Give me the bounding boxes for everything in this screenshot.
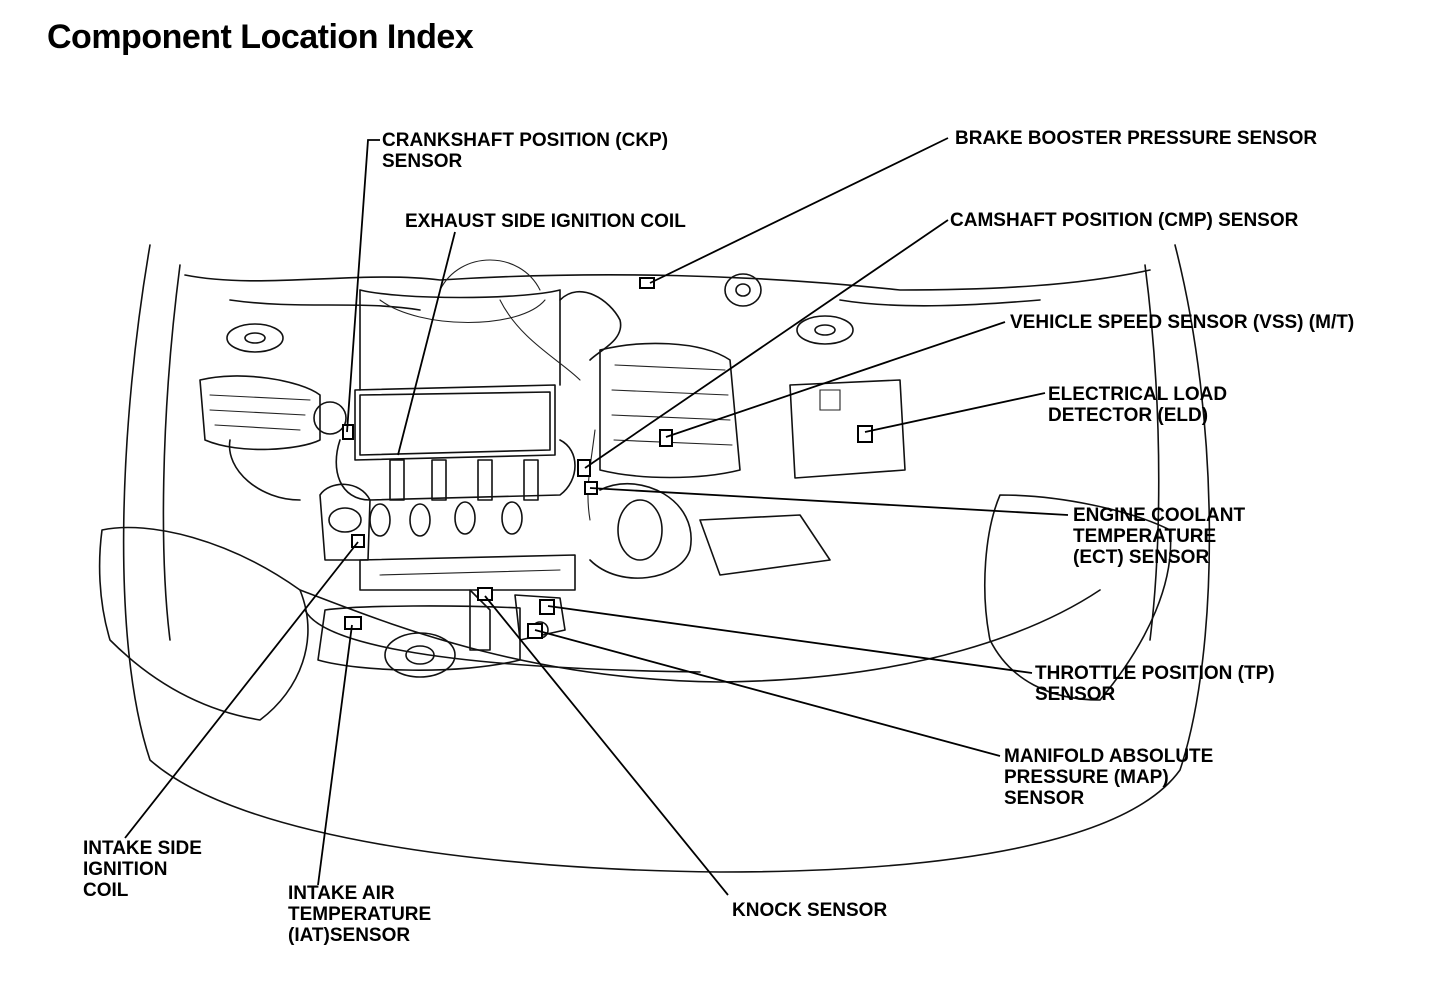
- page-title: Component Location Index: [47, 18, 474, 56]
- knock-sensor-marker: [477, 587, 493, 601]
- label-line: VEHICLE SPEED SENSOR (VSS) (M/T): [1010, 312, 1355, 333]
- label-line: MANIFOLD ABSOLUTE: [1004, 746, 1214, 767]
- cmp-leader: [584, 219, 949, 469]
- label-map-sensor: MANIFOLD ABSOLUTE PRESSURE (MAP) SENSOR: [1004, 746, 1213, 809]
- label-line: THROTTLE POSITION (TP): [1035, 663, 1275, 684]
- label-line: (IAT)SENSOR: [288, 925, 411, 946]
- label-line: DETECTOR (ELD): [1048, 405, 1209, 426]
- label-cmp-sensor: CAMSHAFT POSITION (CMP) SENSOR: [950, 210, 1298, 231]
- brake-booster-leader: [649, 137, 949, 284]
- left-bay-components: [199, 323, 371, 561]
- label-line: INTAKE AIR: [288, 883, 395, 904]
- label-line: CAMSHAFT POSITION (CMP) SENSOR: [950, 210, 1299, 231]
- leader-lines: [124, 137, 1069, 896]
- label-eld: ELECTRICAL LOAD DETECTOR (ELD): [1048, 384, 1227, 426]
- right-bay-components: [559, 273, 906, 579]
- label-line: TEMPERATURE: [288, 904, 432, 925]
- eld-marker: [857, 425, 873, 443]
- label-iat-sensor: INTAKE AIR TEMPERATURE (IAT)SENSOR: [288, 883, 431, 946]
- engine-block: [317, 259, 581, 678]
- label-intake-ignition-coil: INTAKE SIDE IGNITION COIL: [83, 838, 202, 901]
- label-line: EXHAUST SIDE IGNITION COIL: [405, 211, 686, 232]
- label-line: KNOCK SENSOR: [732, 900, 888, 921]
- intake-coil-marker: [351, 534, 365, 548]
- label-line: SENSOR: [1035, 684, 1116, 705]
- label-line: PRESSURE (MAP): [1004, 767, 1169, 788]
- label-line: BRAKE BOOSTER PRESSURE SENSOR: [955, 128, 1318, 149]
- iat-sensor-marker: [344, 616, 362, 630]
- tp-leader: [547, 605, 1033, 674]
- brake-booster-sensor-marker: [639, 277, 655, 289]
- ckp-leader: [346, 139, 380, 433]
- label-line: (ECT) SENSOR: [1073, 547, 1210, 568]
- vss-leader: [665, 321, 1006, 438]
- label-exhaust-ignition-coil: EXHAUST SIDE IGNITION COIL: [405, 211, 686, 232]
- map-leader: [534, 629, 1001, 757]
- label-line: TEMPERATURE: [1073, 526, 1217, 547]
- label-line: SENSOR: [382, 151, 463, 172]
- label-knock-sensor: KNOCK SENSOR: [732, 900, 887, 921]
- label-line: SENSOR: [1004, 788, 1085, 809]
- vss-marker: [659, 429, 673, 447]
- intake-coil-leader: [124, 541, 359, 839]
- label-line: COIL: [83, 880, 129, 901]
- label-vss: VEHICLE SPEED SENSOR (VSS) (M/T): [1010, 312, 1354, 333]
- label-line: ELECTRICAL LOAD: [1048, 384, 1228, 405]
- engine-bay-outline: [98, 244, 1211, 873]
- label-line: ENGINE COOLANT: [1073, 505, 1246, 526]
- label-line: CRANKSHAFT POSITION (CKP): [382, 130, 669, 151]
- ect-leader: [589, 487, 1069, 516]
- label-line: IGNITION: [83, 859, 168, 880]
- label-brake-booster-sensor: BRAKE BOOSTER PRESSURE SENSOR: [955, 128, 1317, 149]
- eld-leader: [864, 392, 1046, 433]
- exhaust-coil-leader: [397, 231, 456, 456]
- cmp-sensor-marker: [577, 459, 591, 477]
- label-line: INTAKE SIDE: [83, 838, 202, 859]
- label-ckp-sensor: CRANKSHAFT POSITION (CKP) SENSOR: [382, 130, 668, 172]
- iat-leader: [317, 624, 353, 886]
- label-tp-sensor: THROTTLE POSITION (TP) SENSOR: [1035, 663, 1275, 705]
- ignition-coils: [369, 459, 539, 537]
- label-ect-sensor: ENGINE COOLANT TEMPERATURE (ECT) SENSOR: [1073, 505, 1245, 568]
- knock-leader: [484, 595, 729, 896]
